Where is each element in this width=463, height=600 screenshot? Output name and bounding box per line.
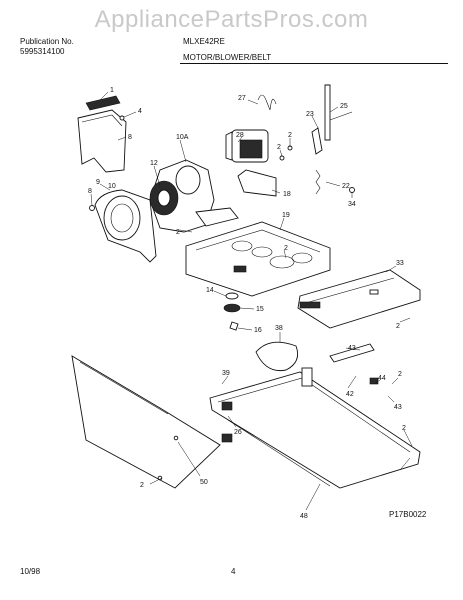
- idler-arm-part: [324, 84, 331, 141]
- blower-housing: [89, 159, 239, 263]
- foot-part: [221, 401, 233, 411]
- diagram-code: P17B0022: [389, 510, 427, 519]
- callout-label: 2: [398, 371, 402, 378]
- callout-label: 2: [288, 132, 292, 139]
- callout-label: 44: [378, 375, 386, 382]
- callout-label: 25: [340, 103, 348, 110]
- clip-part: [89, 205, 95, 211]
- section-title: MOTOR/BLOWER/BELT: [183, 53, 272, 62]
- rail-part: [329, 343, 375, 363]
- model-number: MLXE42RE: [183, 37, 225, 46]
- page-number: 4: [231, 567, 236, 576]
- callout-label: 22: [342, 183, 350, 190]
- callout-label: 2: [284, 245, 288, 252]
- callout-label: 14: [206, 287, 214, 294]
- watermark: AppliancePartsPros.com: [94, 6, 369, 33]
- callout-label: 2: [277, 144, 281, 151]
- callout-label: 19: [282, 212, 290, 219]
- blower-duct-upper: [77, 95, 127, 173]
- revision-date: 10/98: [20, 567, 41, 576]
- callout-label: 4: [138, 108, 142, 115]
- callout-label: 23: [306, 111, 314, 118]
- idler-assembly: [311, 84, 355, 195]
- idler-spring-part: [315, 169, 321, 195]
- callout-label: 39: [222, 370, 230, 377]
- callout-label: 43: [394, 404, 402, 411]
- drive-belt-part: [255, 341, 299, 372]
- air-duct-channel: [297, 269, 421, 329]
- screw-part: [119, 115, 125, 121]
- callout-labels: 1 4 8 10A 27 25 28 23 2 2 12 9 8 10 2 18…: [88, 87, 406, 520]
- duct-seal-part: [85, 95, 121, 111]
- base-frame: [209, 343, 421, 489]
- publication-label: Publication No.: [20, 37, 74, 46]
- callout-label: 2: [140, 482, 144, 489]
- callout-label: 34: [348, 201, 356, 208]
- callout-label: 10: [108, 183, 116, 190]
- callout-label: 16: [254, 327, 262, 334]
- publication-number: 5995314100: [20, 47, 65, 56]
- leader-lines: [90, 91, 413, 511]
- idler-pulley-part: [349, 187, 355, 193]
- callout-label: 2: [402, 425, 406, 432]
- callout-label: 2: [176, 229, 180, 236]
- blower-hub-parts: [223, 292, 241, 331]
- callout-label: 42: [346, 391, 354, 398]
- callout-label: 18: [283, 191, 291, 198]
- callout-label: 12: [150, 160, 158, 167]
- callout-label: 1: [110, 87, 114, 94]
- hub-part: [223, 303, 241, 313]
- duct-housing-part: [77, 109, 127, 173]
- wire-harness-part: [257, 94, 277, 111]
- callout-label: 15: [256, 306, 264, 313]
- callout-label: 2: [396, 323, 400, 330]
- motor-base-plate: [185, 221, 331, 297]
- callout-label: 8: [128, 134, 132, 141]
- rear-cover-panel: [71, 355, 221, 489]
- callout-label: 50: [200, 479, 208, 486]
- callout-label: 38: [275, 325, 283, 332]
- motor-mount-part: [237, 169, 277, 197]
- callout-label: 48: [300, 513, 308, 520]
- callout-label: 26: [234, 429, 242, 436]
- callout-label: 43: [348, 345, 356, 352]
- drive-motor: [225, 94, 293, 197]
- header-rule: [180, 63, 448, 64]
- callout-label: 8: [88, 188, 92, 195]
- callout-label: 33: [396, 260, 404, 267]
- callout-label: 9: [96, 179, 100, 186]
- callout-label: 28: [236, 132, 244, 139]
- callout-label: 10A: [176, 134, 189, 141]
- callout-label: 27: [238, 95, 246, 102]
